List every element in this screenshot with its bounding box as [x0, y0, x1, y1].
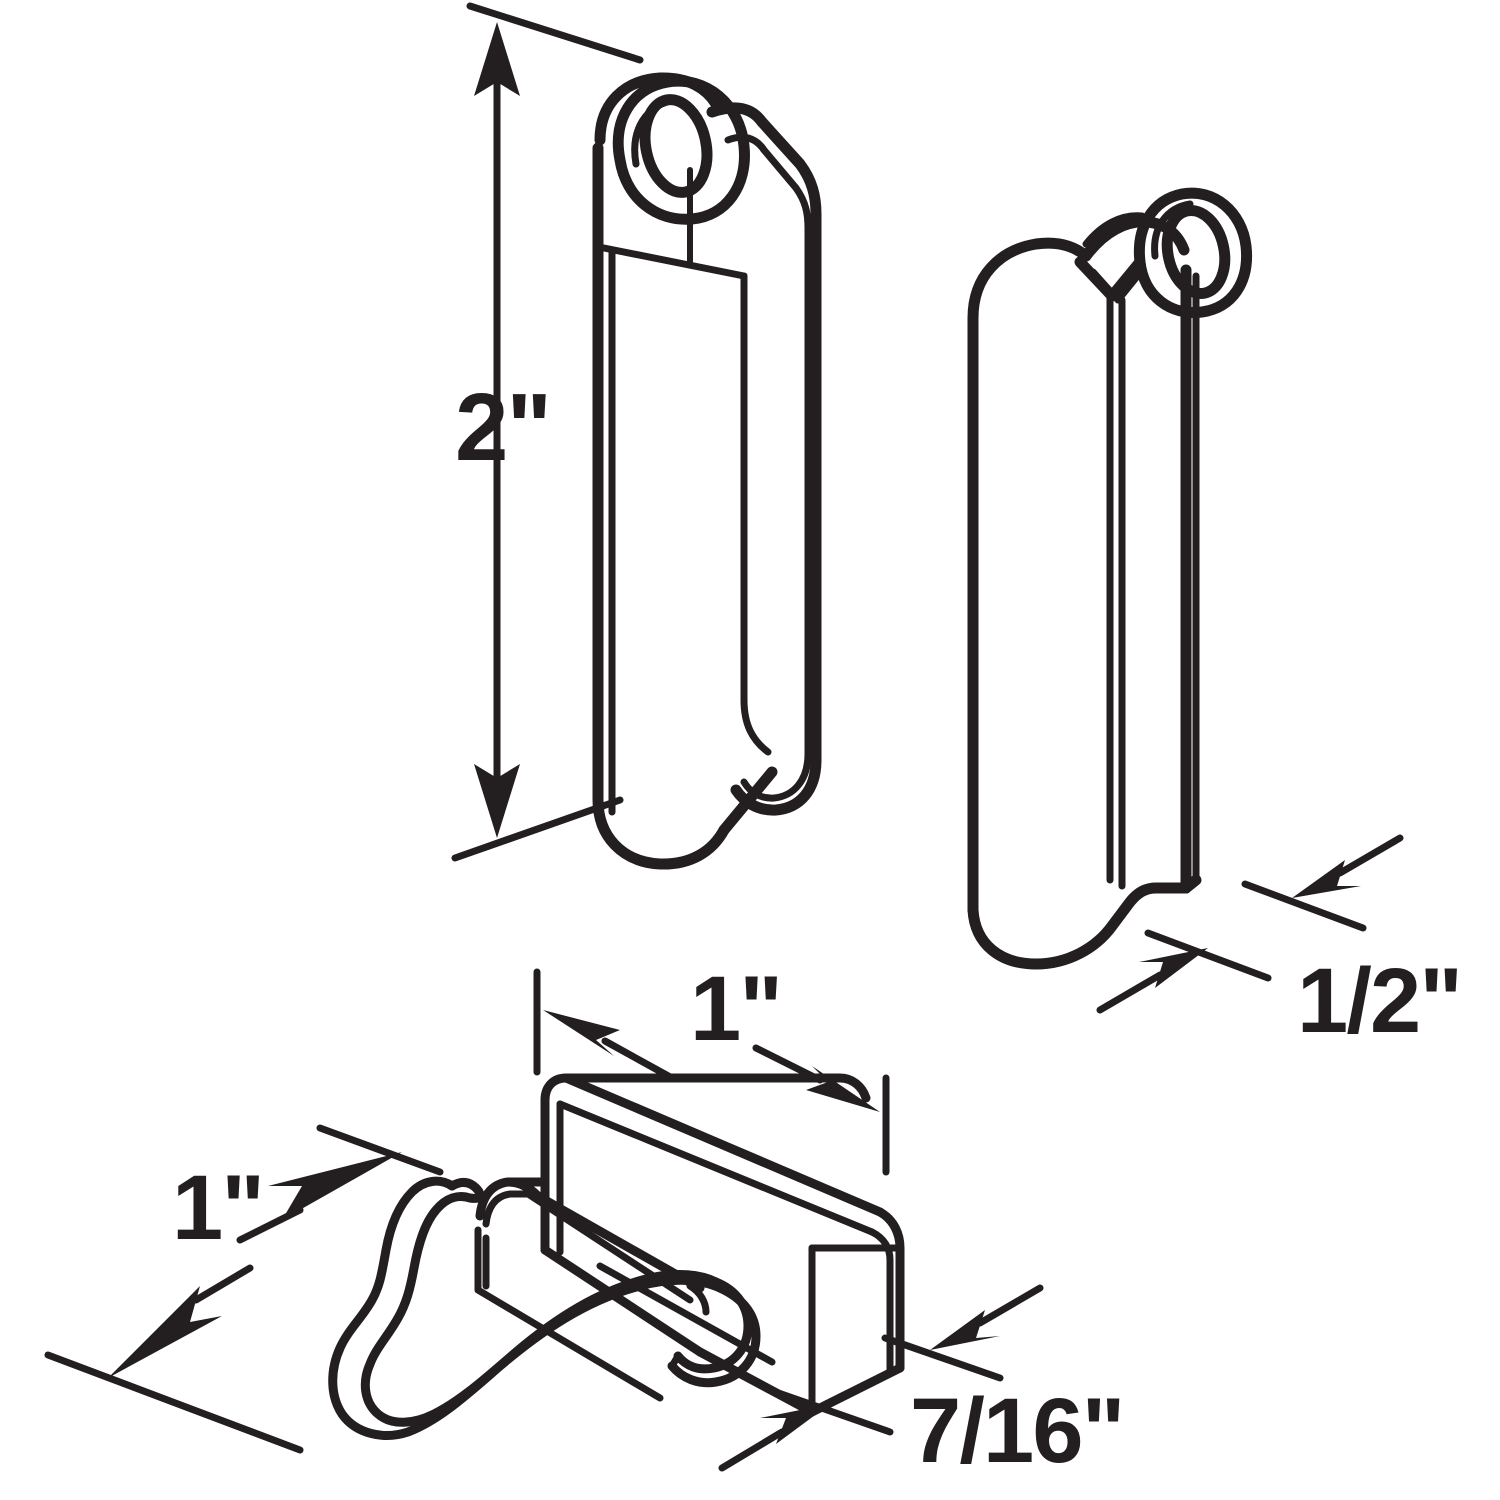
dimension-label-clip-depth: 1": [172, 1157, 265, 1259]
dimension-half-in: [1096, 834, 1404, 1014]
dimension-label-clip-width: 1": [690, 958, 783, 1060]
dimension-2in: [451, 2, 644, 862]
dimension-label-height: 2": [455, 374, 552, 481]
dimension-label-thickness: 1/2": [1297, 950, 1463, 1052]
dimension-1in-width: [533, 968, 890, 1176]
dimension-7-16in: [718, 1284, 1044, 1472]
dimension-label-clip-opening: 7/16": [910, 1380, 1125, 1482]
dimension-1in-depth: [44, 1124, 444, 1454]
latch-clip-part: [328, 1073, 905, 1440]
keeper-left-part: [592, 72, 822, 870]
keeper-right-part: [967, 187, 1253, 970]
